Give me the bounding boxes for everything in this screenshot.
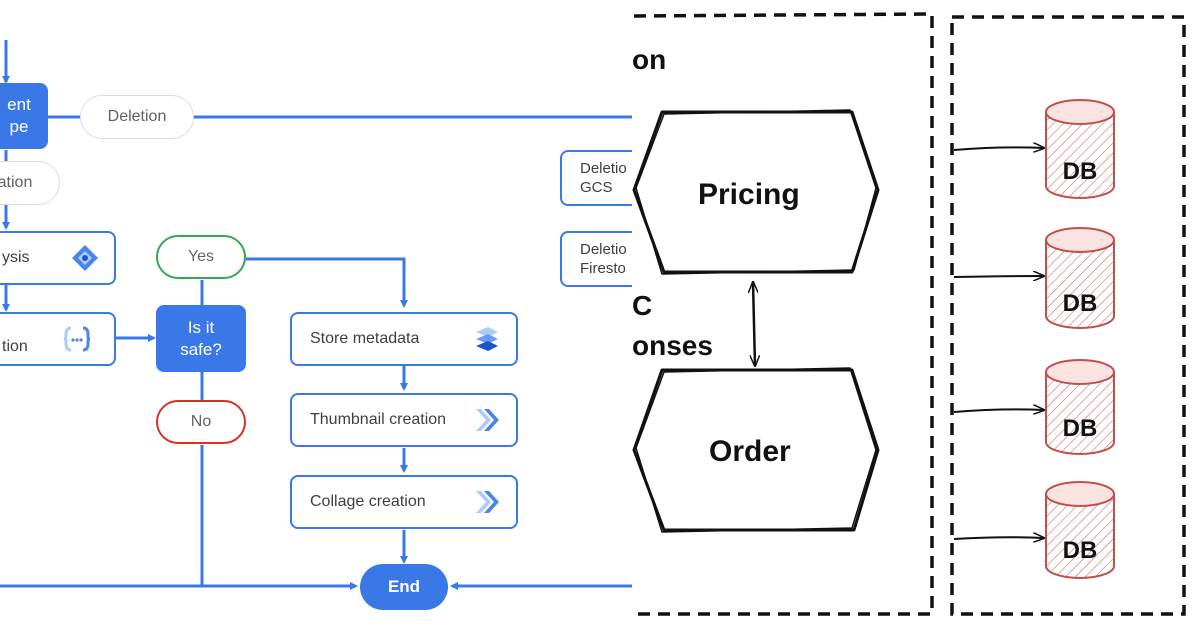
analysis-node: ysis: [0, 231, 116, 285]
thumbnail-creation-label: Thumbnail creation: [310, 411, 447, 428]
db-label-1: DB: [1062, 158, 1098, 185]
content-type-node: ent pe: [0, 83, 48, 149]
code-braces-icon: [63, 326, 91, 352]
store-metadata-node: Store metadata: [290, 312, 518, 366]
right-sketch-panel: on C onses Pricing Order DB DB DB DB: [632, 0, 1200, 630]
db-cylinder-4: [1045, 481, 1115, 579]
deletion-pill: Deletion: [80, 95, 194, 139]
db-label-2: DB: [1062, 290, 1098, 317]
middle-partial-label-2: onses: [632, 330, 713, 361]
middle-partial-label-1: C: [632, 290, 653, 321]
order-label: Order: [709, 435, 791, 468]
pricing-order-arrow: [753, 282, 755, 366]
chevron-arrows-icon: [476, 491, 499, 513]
db-arrow-1: [953, 147, 1044, 150]
connector-yes-store: [246, 257, 408, 308]
pricing-label: Pricing: [698, 178, 800, 211]
collage-creation-node: Collage creation: [290, 475, 518, 529]
services-dashed-boundary: [633, 12, 934, 616]
creation-pill: ation: [0, 161, 60, 205]
yes-pill: Yes: [156, 235, 246, 279]
db-label-4: DB: [1062, 537, 1098, 564]
collage-creation-label: Collage creation: [310, 493, 426, 510]
is-it-safe-decision: Is it safe?: [156, 305, 246, 372]
db-label-3: DB: [1062, 415, 1098, 442]
thumbnail-creation-node: Thumbnail creation: [290, 393, 518, 447]
store-metadata-label: Store metadata: [310, 330, 420, 347]
end-node: End: [360, 564, 448, 610]
left-flowchart-panel: ent pe Deletion ation ysis tion Is it sa…: [0, 40, 632, 610]
deletion-firestore-node: Deletio Firesto: [560, 231, 632, 287]
deletion-gcs-node: Deletio GCS: [560, 150, 632, 206]
databases-dashed-boundary: [950, 15, 1186, 616]
validation-label: tion: [2, 338, 28, 355]
db-arrow-3: [953, 409, 1044, 412]
db-arrow-2: [953, 276, 1044, 277]
db-arrow-4: [953, 537, 1044, 539]
vision-diamond-icon: [72, 245, 98, 271]
validation-node: tion: [0, 312, 116, 366]
top-partial-label: on: [632, 44, 667, 75]
db-cylinder-2: [1045, 227, 1115, 329]
analysis-label: ysis: [2, 249, 30, 266]
no-pill: No: [156, 400, 246, 444]
firestore-icon: [476, 327, 498, 351]
chevron-arrows-icon: [476, 409, 499, 431]
db-cylinder-1: [1045, 99, 1115, 199]
sketch-drawing: [632, 12, 1186, 616]
order-hexagon: [632, 367, 880, 533]
db-cylinder-3: [1045, 359, 1115, 455]
pricing-hexagon: [632, 109, 880, 275]
